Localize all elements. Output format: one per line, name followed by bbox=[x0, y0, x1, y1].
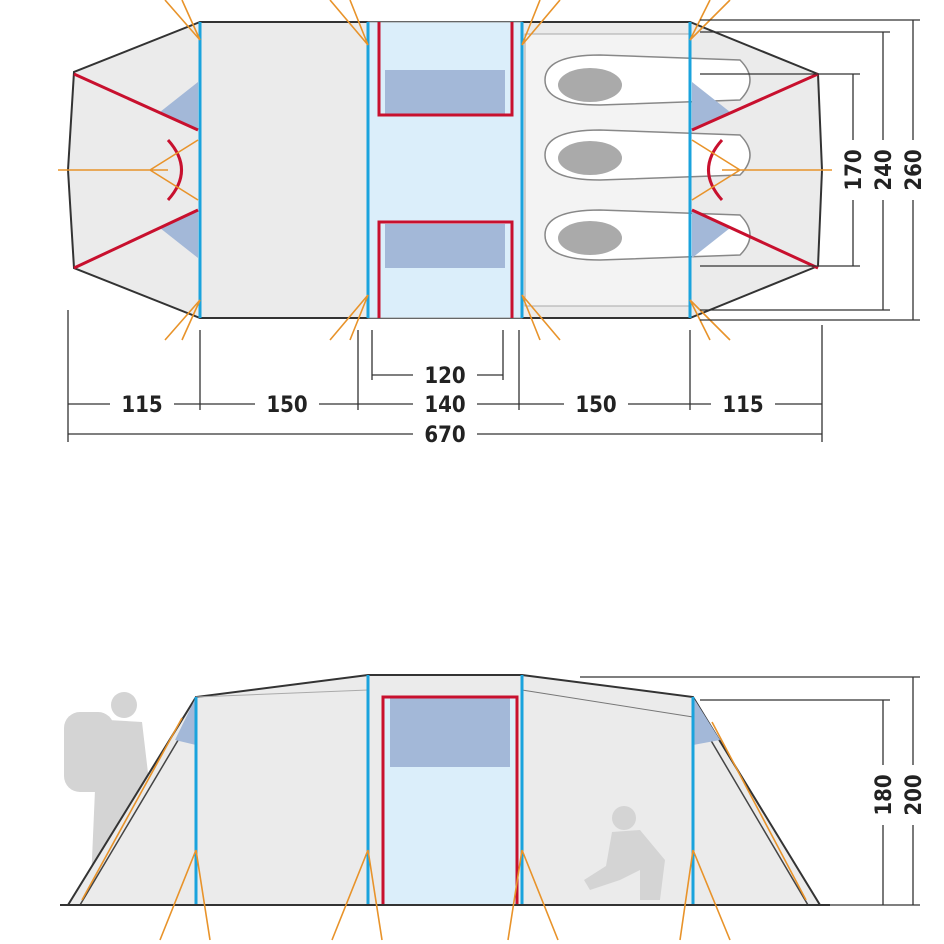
side-window bbox=[390, 697, 510, 767]
dim-width-170: 170 bbox=[842, 149, 867, 190]
dimension-labels: 115 150 140 150 115 120 670 170 240 260 bbox=[110, 140, 927, 448]
dim-height-180: 180 bbox=[872, 774, 897, 815]
dim-center: 140 bbox=[424, 393, 465, 418]
bottom-door-frame bbox=[377, 220, 514, 318]
side-guy-lines bbox=[81, 717, 807, 941]
dim-bedroom: 150 bbox=[575, 393, 616, 418]
side-dimension-lines: 180 200 bbox=[580, 676, 927, 906]
center-vestibule bbox=[367, 21, 523, 319]
dim-left-room: 150 bbox=[266, 393, 307, 418]
sitting-person-silhouette bbox=[584, 806, 665, 900]
top-view: 115 150 140 150 115 120 670 170 240 260 bbox=[58, 0, 927, 448]
guy-lines bbox=[58, 0, 832, 341]
dim-right-vestibule: 115 bbox=[722, 393, 763, 418]
top-window bbox=[385, 70, 505, 115]
side-view: 180 200 bbox=[60, 674, 927, 941]
dim-door-width: 120 bbox=[424, 364, 465, 389]
dim-left-vestibule: 115 bbox=[121, 393, 162, 418]
dim-total-length: 670 bbox=[424, 423, 465, 448]
bottom-window bbox=[385, 224, 505, 268]
sleeping-bags bbox=[544, 54, 751, 261]
top-door-frame bbox=[377, 22, 514, 117]
dim-width-260: 260 bbox=[902, 149, 927, 190]
dim-width-240: 240 bbox=[872, 149, 897, 190]
dim-height-200: 200 bbox=[902, 774, 927, 815]
